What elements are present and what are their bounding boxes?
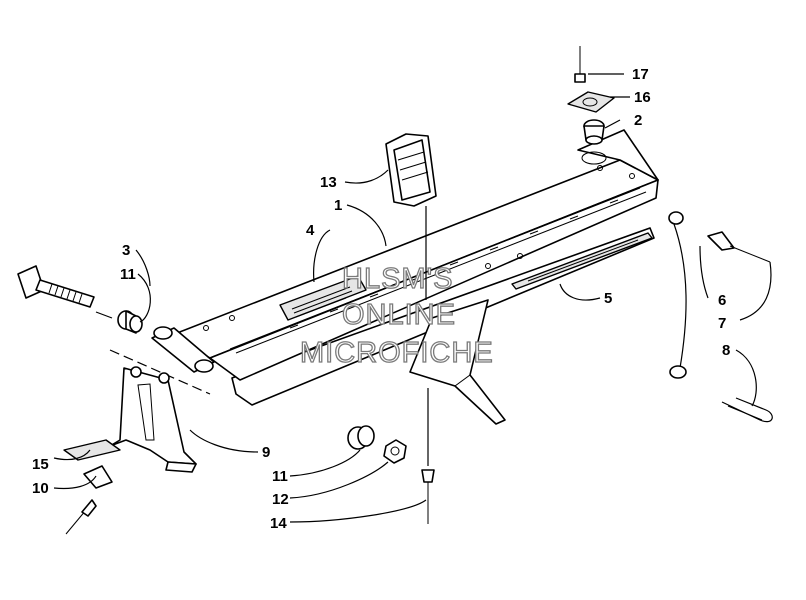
tether-cable [668, 211, 687, 379]
leader-lines [53, 73, 772, 523]
support-bracket [109, 366, 197, 473]
callout-labels: 17 16 2 13 1 4 3 11 5 6 7 8 9 15 11 10 1… [32, 66, 730, 532]
bushing-right [347, 425, 375, 450]
rivet-bottom [421, 388, 435, 524]
callout-16: 16 [634, 89, 651, 106]
callout-10: 10 [32, 480, 49, 497]
rivet-left [65, 499, 97, 535]
callout-2: 2 [634, 112, 642, 129]
flange-plate [567, 91, 615, 113]
top-rivet [574, 46, 586, 83]
callout-15: 15 [32, 456, 49, 473]
watermark-line-3: MICROFICHE [300, 337, 494, 369]
watermark: HLSM'S ONLINE MICROFICHE [299, 262, 494, 369]
lock-nut [383, 439, 407, 464]
pivot-axis-line [109, 349, 211, 395]
callout-11-upper: 11 [120, 266, 136, 283]
callout-4: 4 [306, 222, 315, 239]
bolt [17, 265, 95, 308]
pivot-tube [151, 326, 215, 373]
plate [63, 439, 121, 461]
hair-pin-clip [721, 397, 773, 423]
lock-pin [707, 231, 771, 263]
callout-17: 17 [632, 66, 649, 83]
callout-6: 6 [718, 292, 726, 309]
callout-11-lower: 11 [272, 468, 288, 485]
callout-1: 1 [334, 197, 342, 214]
callout-3: 3 [122, 242, 130, 259]
callout-7: 7 [718, 315, 726, 332]
callout-5: 5 [604, 290, 612, 307]
clip [83, 465, 113, 489]
watermark-line-1: HLSM'S [342, 263, 453, 295]
watermark-line-2: ONLINE [342, 299, 456, 331]
callout-9: 9 [262, 444, 270, 461]
grommet [583, 119, 605, 145]
callout-12: 12 [272, 491, 289, 508]
strap-clamp [385, 133, 437, 207]
callout-13: 13 [320, 174, 337, 191]
callout-8: 8 [722, 342, 730, 359]
tray-assembly [171, 129, 659, 425]
callout-14: 14 [270, 515, 287, 532]
bushing-left [117, 310, 143, 334]
